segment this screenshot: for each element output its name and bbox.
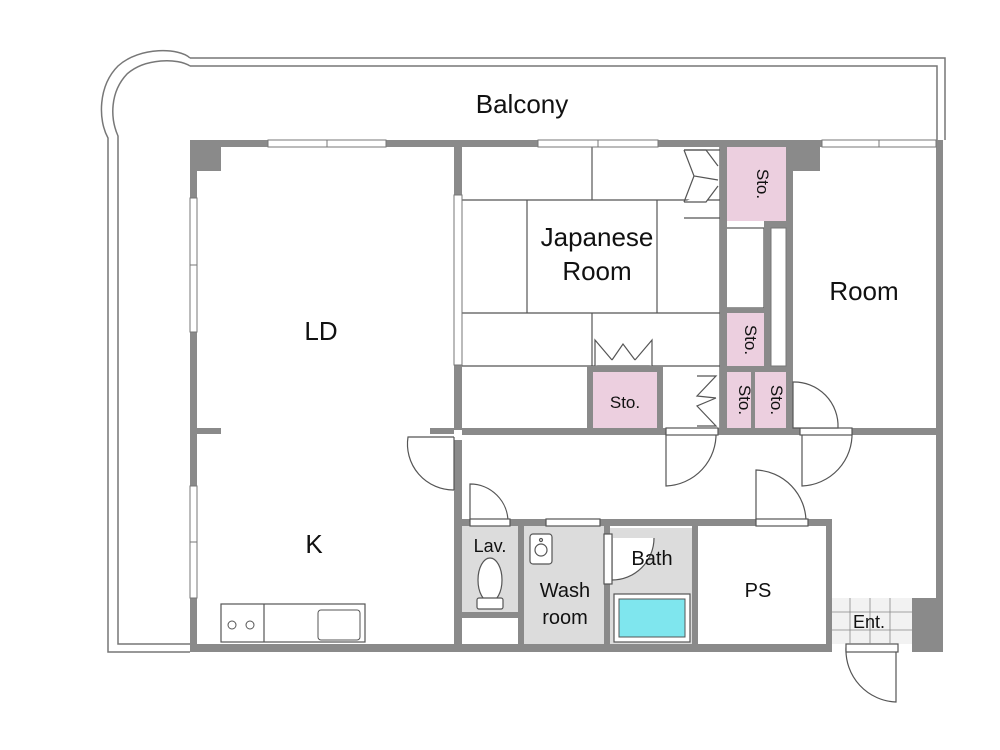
doors <box>406 149 899 703</box>
storage-label: Sto. <box>767 385 786 415</box>
k-label: K <box>305 529 323 559</box>
room-label: Room <box>829 276 898 306</box>
japanese-room-label-line2: Room <box>562 256 631 286</box>
sink-icon <box>529 533 553 565</box>
balcony-outline <box>100 49 946 653</box>
entrance-label: Ent. <box>853 612 885 632</box>
storage-label: Sto. <box>753 169 772 199</box>
storage-fill <box>727 313 764 366</box>
kitchen-sink-icon <box>317 609 361 641</box>
balcony-label: Balcony <box>476 89 569 119</box>
ld-label: LD <box>304 316 337 346</box>
windows <box>189 139 937 599</box>
toilet-icon <box>476 557 504 610</box>
japanese-room-label-line1: Japanese <box>541 222 654 252</box>
storage-fill <box>593 372 657 428</box>
room-labels: Balcony LD K Japanese Room Room Sto. Sto… <box>304 89 898 632</box>
storage-fill <box>727 146 786 221</box>
storage-label: Sto. <box>741 325 760 355</box>
wash-room-label-line2: room <box>542 607 588 629</box>
bath-label: Bath <box>631 548 672 570</box>
storage-label: Sto. <box>610 393 640 412</box>
entrance-fill <box>832 598 912 644</box>
bathtub-icon <box>613 593 691 643</box>
lav-label: Lav. <box>474 536 507 556</box>
storage-label: Sto. <box>735 385 754 415</box>
room-fills <box>462 146 912 644</box>
entrance-tiles <box>832 598 912 644</box>
stove-icon <box>227 620 255 630</box>
storage-fill <box>727 372 751 428</box>
storage-fill <box>755 372 789 428</box>
ps-label: PS <box>745 580 772 602</box>
wash-room-label-line1: Wash <box>540 580 590 602</box>
